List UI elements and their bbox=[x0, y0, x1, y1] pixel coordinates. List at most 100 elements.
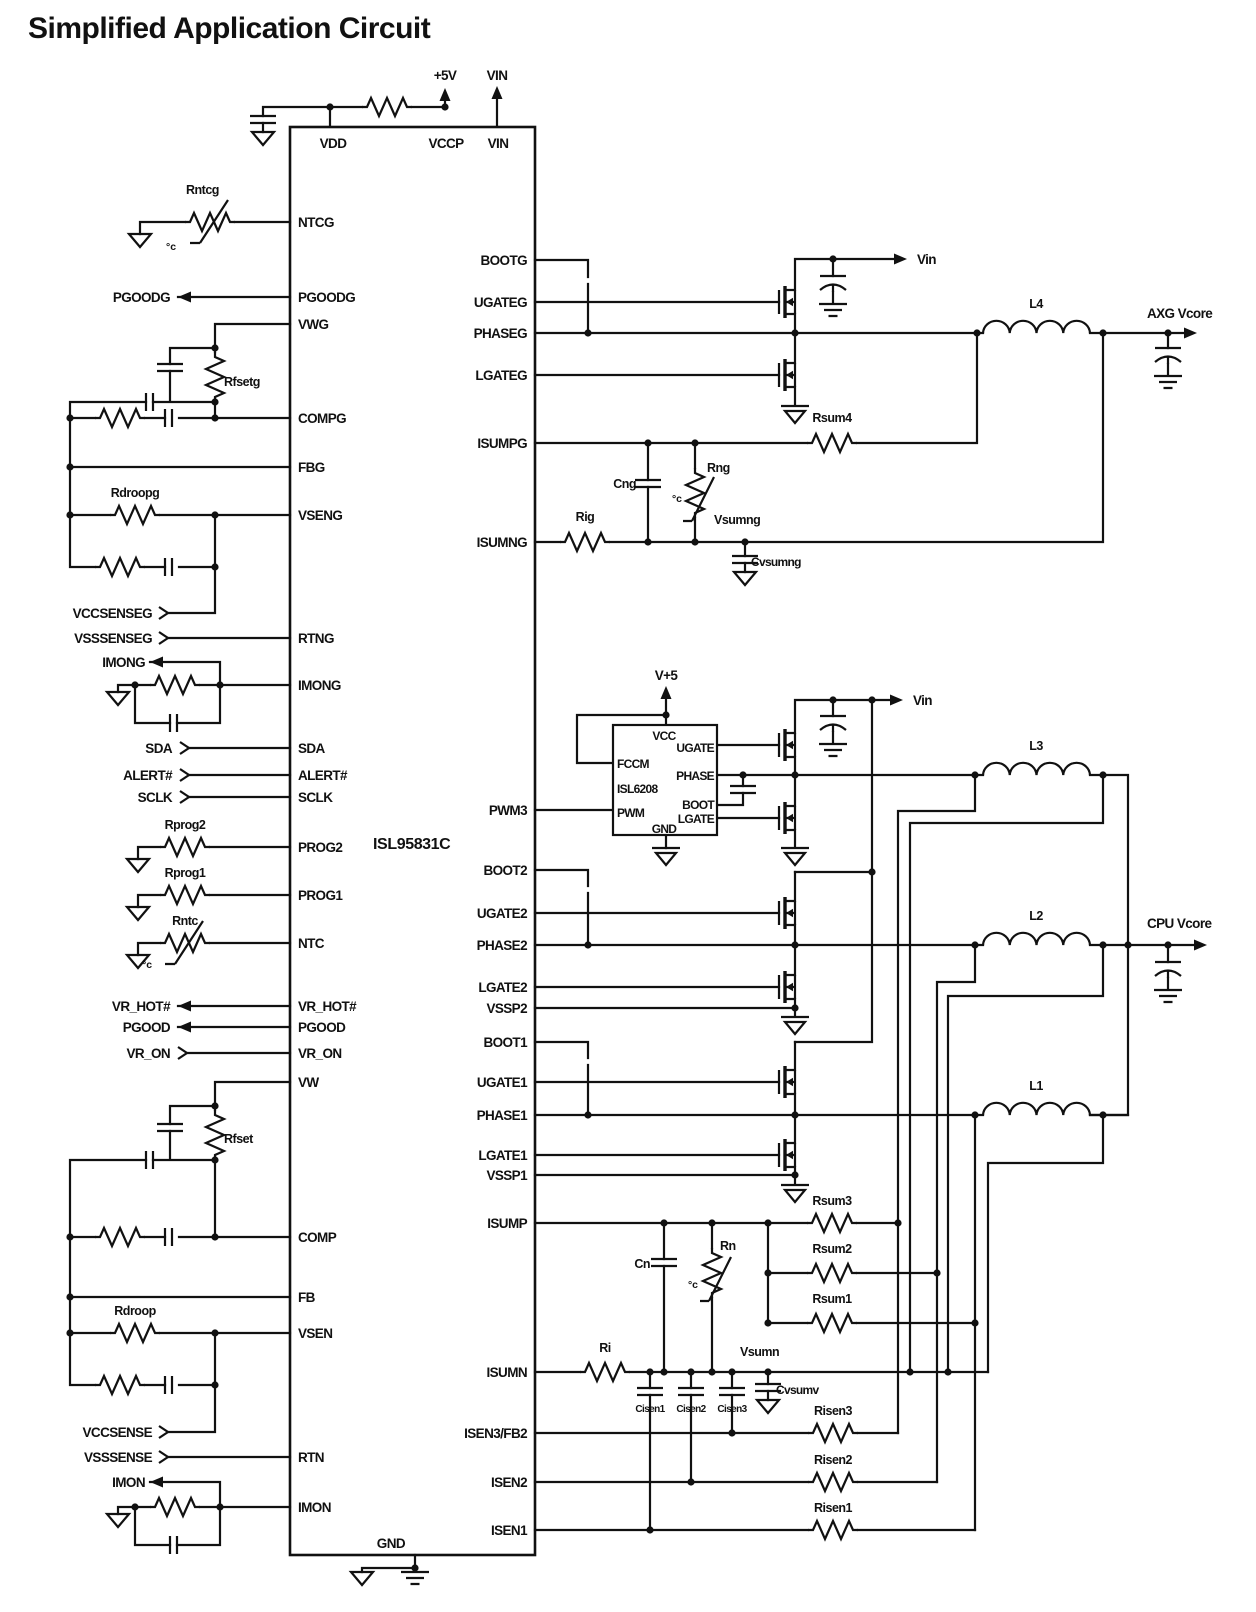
ext-signal-vccsenseg: VCCSENSEG bbox=[73, 606, 152, 621]
pin-label-boot1: BOOT1 bbox=[483, 1035, 528, 1050]
pin-label-vssp2: VSSP2 bbox=[486, 1001, 527, 1016]
pin-label-vssp1: VSSP1 bbox=[486, 1168, 528, 1183]
thermistor-degc-3: °c bbox=[672, 493, 682, 505]
driver-pin-lgate: LGATE bbox=[678, 812, 715, 826]
pin-label-ugate1: UGATE1 bbox=[477, 1075, 528, 1090]
power-label-5v: +5V bbox=[434, 68, 457, 83]
pin-label-isumpg: ISUMPG bbox=[477, 436, 527, 451]
driver-pin-fccm: FCCM bbox=[617, 757, 650, 771]
ext-signal-sclk: SCLK bbox=[138, 790, 173, 805]
gnd-pin-label: GND bbox=[377, 1536, 406, 1551]
ext-signal-sda: SDA bbox=[145, 741, 173, 756]
component-label-l4: L4 bbox=[1029, 297, 1043, 311]
pin-label-isump: ISUMP bbox=[487, 1216, 527, 1231]
pin-label-sclk: SCLK bbox=[298, 790, 333, 805]
component-label-rfsetg: Rfsetg bbox=[224, 375, 260, 389]
pin-label-ugate2: UGATE2 bbox=[477, 906, 527, 921]
ext-signal-vron: VR_ON bbox=[126, 1046, 170, 1061]
component-label-rprog1: Rprog1 bbox=[165, 866, 206, 880]
component-label-cisen1: Cisen1 bbox=[635, 1404, 665, 1415]
component-label-l1: L1 bbox=[1029, 1079, 1043, 1093]
ext-signal-vrhot: VR_HOT# bbox=[112, 999, 171, 1014]
pin-label-vdd: VDD bbox=[320, 136, 348, 151]
pin-label-ntc: NTC bbox=[298, 936, 325, 951]
pin-label-vwg: VWG bbox=[298, 317, 329, 332]
component-label-rsum4: Rsum4 bbox=[812, 411, 852, 425]
driver-name: ISL6208 bbox=[617, 782, 658, 796]
power-label-vin-top: VIN bbox=[487, 68, 508, 83]
ext-signal-pgood: PGOOD bbox=[123, 1020, 171, 1035]
component-label-rsum2: Rsum2 bbox=[812, 1242, 852, 1256]
pin-label-isumng: ISUMNG bbox=[477, 535, 527, 550]
component-label-rdroop: Rdroop bbox=[114, 1304, 156, 1318]
component-label-rntcg: Rntcg bbox=[186, 183, 219, 197]
component-label-l3: L3 bbox=[1029, 739, 1043, 753]
driver-pin-gnd: GND bbox=[652, 822, 678, 836]
pin-label-isen2: ISEN2 bbox=[491, 1475, 527, 1490]
component-label-rsum3: Rsum3 bbox=[812, 1194, 852, 1208]
pin-label-isen1: ISEN1 bbox=[491, 1523, 528, 1538]
thermistor-degc-4: °c bbox=[688, 1279, 698, 1291]
pin-label-bootg: BOOTG bbox=[481, 253, 528, 268]
thermistor-degc-1: °c bbox=[166, 241, 176, 253]
driver-pin-ugate: UGATE bbox=[676, 741, 714, 755]
component-label-rfset: Rfset bbox=[224, 1132, 254, 1146]
pin-label-imon: IMON bbox=[298, 1500, 331, 1515]
pin-label-vseng: VSENG bbox=[298, 508, 342, 523]
phase3-stage: VCC UGATE FCCM PHASE ISL6208 BOOT PWM LG… bbox=[533, 668, 1130, 1435]
pin-label-vrhot: VR_HOT# bbox=[298, 999, 357, 1014]
power-label-v5: V+5 bbox=[655, 668, 679, 683]
pin-label-vsen: VSEN bbox=[298, 1326, 332, 1341]
component-label-vsumng: Vsumng bbox=[714, 513, 760, 527]
phase2-stage: L2 CPU Vcore bbox=[533, 868, 1213, 1484]
output-label-cpu-vcore: CPU Vcore bbox=[1147, 916, 1212, 931]
ext-signal-imong: IMONG bbox=[102, 655, 145, 670]
current-sense-network: Rsum3 Rsum2 Rsum1 Cn Rn °c Ri Vsumn Cvsu… bbox=[533, 1194, 990, 1541]
component-label-rig: Rig bbox=[576, 510, 595, 524]
pin-label-prog1: PROG1 bbox=[298, 888, 343, 903]
ext-signal-imon: IMON bbox=[112, 1475, 145, 1490]
thermistor-degc-2: °c bbox=[142, 959, 152, 971]
driver-ic: VCC UGATE FCCM PHASE ISL6208 BOOT PWM LG… bbox=[611, 723, 719, 837]
pin-label-ugateg: UGATEG bbox=[474, 295, 527, 310]
output-label-axg-vcore: AXG Vcore bbox=[1147, 306, 1213, 321]
main-ic: ISL95831C VDD VCCP VIN NTCG PGOODG VWG C… bbox=[288, 125, 537, 1557]
component-label-risen2: Risen2 bbox=[814, 1453, 853, 1467]
pin-label-imong: IMONG bbox=[298, 678, 341, 693]
component-label-vsumn: Vsumn bbox=[740, 1345, 779, 1359]
pin-label-phase2: PHASE2 bbox=[477, 938, 528, 953]
pin-label-isumn: ISUMN bbox=[487, 1365, 528, 1380]
component-label-cvsumng: Cvsumng bbox=[751, 555, 801, 569]
component-label-rprog2: Rprog2 bbox=[165, 818, 206, 832]
driver-pin-pwm: PWM bbox=[617, 806, 645, 820]
pin-label-vccp: VCCP bbox=[428, 136, 464, 151]
pin-label-comp: COMP bbox=[298, 1230, 337, 1245]
pin-label-phaseg: PHASEG bbox=[474, 326, 528, 341]
top-power-network: +5V VIN bbox=[248, 68, 508, 147]
component-label-cng: Cng bbox=[613, 477, 636, 491]
component-label-ri: Ri bbox=[599, 1341, 611, 1355]
ic-name: ISL95831C bbox=[373, 836, 451, 853]
component-label-rntc: Rntc bbox=[172, 914, 198, 928]
pin-label-vw: VW bbox=[298, 1075, 319, 1090]
component-label-cisen3: Cisen3 bbox=[717, 1404, 747, 1415]
component-label-rsum1: Rsum1 bbox=[812, 1292, 852, 1306]
pin-label-boot2: BOOT2 bbox=[483, 863, 527, 878]
pin-label-vin: VIN bbox=[488, 136, 509, 151]
component-label-risen1: Risen1 bbox=[814, 1501, 853, 1515]
pin-label-fbg: FBG bbox=[298, 460, 325, 475]
pin-label-rtn: RTN bbox=[298, 1450, 324, 1465]
driver-pin-phase: PHASE bbox=[676, 769, 715, 783]
pin-label-alert: ALERT# bbox=[298, 768, 348, 783]
component-label-rng: Rng bbox=[707, 461, 730, 475]
pin-label-pwm3: PWM3 bbox=[489, 803, 528, 818]
page-title: Simplified Application Circuit bbox=[28, 12, 431, 45]
ext-signal-vsssenseg: VSSSENSEG bbox=[74, 631, 152, 646]
ext-signal-alert: ALERT# bbox=[123, 768, 173, 783]
pin-label-compg: COMPG bbox=[298, 411, 346, 426]
pin-label-lgate2: LGATE2 bbox=[478, 980, 527, 995]
component-label-cn: Cn bbox=[634, 1257, 650, 1271]
component-label-rn: Rn bbox=[720, 1239, 736, 1253]
